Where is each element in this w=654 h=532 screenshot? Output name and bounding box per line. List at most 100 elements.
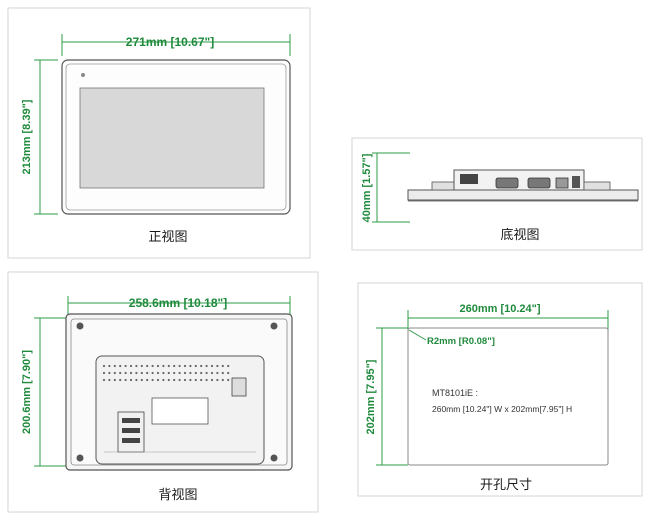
front-bezel-inner (65, 63, 287, 211)
bottom-housing-body (453, 169, 585, 191)
bottom-bezel-edge (407, 189, 639, 201)
back-screw-bottom-right-icon (270, 454, 278, 462)
bottom-height-label: 40mm [1.57"] (361, 153, 373, 222)
vent-hole (119, 378, 122, 382)
cutout-size-label: 260mm [10.24"] W x 202mm[7.95"] H (432, 404, 572, 414)
vent-hole (205, 378, 208, 382)
vent-hole (124, 371, 127, 375)
vent-hole (221, 371, 224, 375)
vent-hole (108, 378, 111, 382)
power-connector-icon (460, 174, 478, 184)
bottom-housing-right (583, 181, 611, 191)
cutout-model-label: MT8101iE : (432, 388, 478, 398)
vent-hole (135, 364, 138, 368)
vent-hole (124, 378, 127, 382)
vent-hole (129, 364, 133, 368)
cutout-height-label: 202mm [7.95"] (365, 359, 377, 434)
bottom-view-frame (351, 137, 643, 251)
back-width-label: 258.6mm [10.18"] (129, 296, 227, 310)
battery-cover-icon (231, 377, 247, 397)
vent-hole (135, 378, 138, 382)
bottom-view: 40mm [1.57"] 底视图 (351, 137, 643, 251)
vent-hole (189, 364, 192, 368)
vent-hole (102, 371, 106, 375)
back-view: 258.6mm [10.18"] 200.6mm [7.90"] 背视图 (7, 271, 319, 513)
vent-hole (167, 378, 170, 382)
back-height-label: 200.6mm [7.90"] (21, 350, 33, 434)
vent-hole (189, 371, 192, 375)
vent-hole (227, 371, 230, 375)
vent-hole (183, 371, 187, 375)
vent-hole (129, 378, 133, 382)
back-screw-bottom-left-icon (76, 454, 84, 462)
vent-hole (173, 364, 176, 368)
vent-hole (178, 378, 181, 382)
vent-hole (156, 378, 160, 382)
vent-hole (102, 364, 106, 368)
terminal-slot-3 (122, 438, 140, 443)
vent-hole (151, 371, 154, 375)
vent-hole (194, 364, 197, 368)
vent-hole (156, 364, 160, 368)
vent-hole (124, 364, 127, 368)
vent-hole (178, 371, 181, 375)
vent-hole (200, 371, 203, 375)
cutout-rectangle (407, 327, 609, 466)
vent-hole (194, 378, 197, 382)
vent-hole (151, 364, 154, 368)
vent-hole (173, 378, 176, 382)
vent-hole (194, 371, 197, 375)
vent-hole (113, 371, 116, 375)
back-screw-top-right-icon (270, 322, 278, 330)
vent-hole (178, 364, 181, 368)
vent-hole (173, 371, 176, 375)
radius-leader-line (408, 329, 427, 341)
front-width-label: 271mm [10.67"] (126, 35, 214, 49)
vent-hole (221, 364, 224, 368)
terminal-slot-2 (122, 428, 140, 433)
vent-hole (167, 371, 170, 375)
vent-hole (140, 371, 143, 375)
vent-hole (162, 364, 165, 368)
vent-hole (129, 371, 133, 375)
back-view-frame (7, 271, 319, 513)
vent-hole (151, 378, 154, 382)
vent-hole (162, 378, 165, 382)
vent-hole (119, 371, 122, 375)
cutout-radius-label: R2mm [R0.08"] (427, 336, 495, 347)
vent-hole (210, 364, 214, 368)
vent-hole (146, 371, 149, 375)
vent-hole (227, 378, 230, 382)
vent-hole (156, 371, 160, 375)
back-caption: 背视图 (158, 488, 197, 503)
back-label-plate (151, 397, 209, 425)
front-caption: 正视图 (148, 230, 187, 245)
vent-hole (140, 378, 143, 382)
front-height-label: 213mm [8.39"] (21, 99, 33, 174)
vent-hole (108, 371, 111, 375)
front-screen (79, 87, 265, 189)
vent-hole (162, 371, 165, 375)
terminal-slot-1 (122, 418, 140, 423)
vent-hole (113, 364, 116, 368)
vent-hole (189, 378, 192, 382)
ethernet-port-icon (555, 177, 569, 189)
vent-hole (146, 364, 149, 368)
bottom-caption: 底视图 (500, 227, 539, 243)
vent-hole (119, 364, 122, 368)
front-led-indicator (81, 73, 85, 77)
vent-hole (205, 364, 208, 368)
vent-hole (140, 364, 143, 368)
vent-hole (221, 378, 224, 382)
front-view: 271mm [10.67"] 213mm [8.39"] 正视图 (7, 7, 311, 259)
vent-hole (108, 364, 111, 368)
vent-hole (135, 371, 138, 375)
usb-port-icon (572, 176, 580, 188)
vent-hole (216, 364, 219, 368)
vent-holes (102, 364, 230, 382)
vent-hole (183, 364, 187, 368)
vent-hole (200, 364, 203, 368)
vent-hole (216, 371, 219, 375)
com1-port-icon (495, 177, 519, 189)
